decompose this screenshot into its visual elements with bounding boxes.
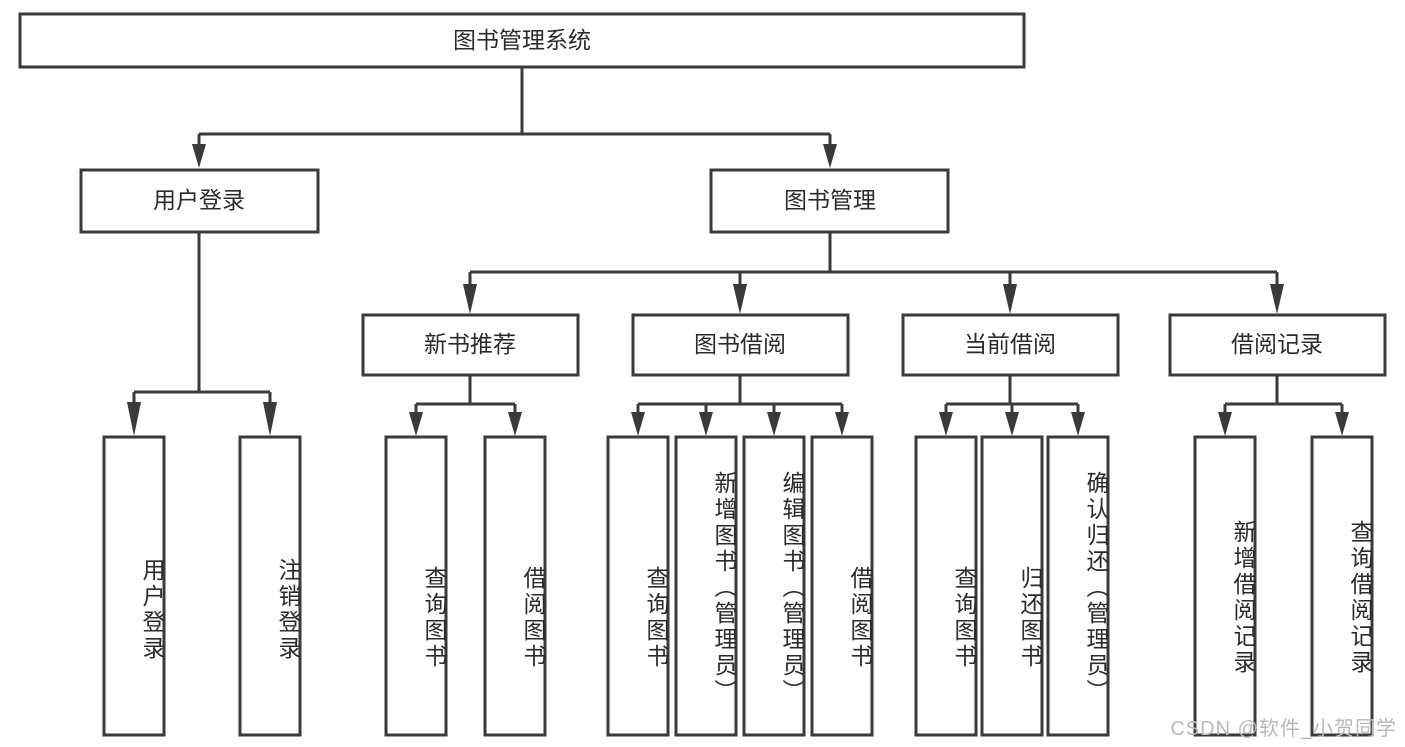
node-book-manage-label: 图书管理	[784, 187, 876, 213]
arrow-head-book-borrow	[733, 284, 747, 314]
node-book-borrow[interactable]	[631, 313, 850, 377]
node-current-borrow-label: 当前借阅	[964, 331, 1056, 357]
csdn-watermark: CSDN @软件_小贺同学	[1170, 718, 1397, 740]
node-leaf-add-book-admin[interactable]	[674, 435, 738, 737]
node-leaf-return-book[interactable]	[980, 435, 1044, 737]
node-book-borrow-label: 图书借阅	[694, 331, 786, 357]
arrow-head-leaf-return-book	[1005, 412, 1019, 436]
node-leaf-borrow-book-bor[interactable]	[810, 435, 874, 737]
arrow-head-leaf-logout-login	[263, 402, 277, 436]
arrow-head-leaf-edit-book-admin	[767, 412, 781, 436]
arrow-head-borrow-record	[1270, 284, 1284, 314]
arrow-head-leaf-add-book-admin	[699, 412, 713, 436]
node-user-login[interactable]	[79, 168, 320, 234]
node-new-book-recommend-label: 新书推荐	[424, 331, 516, 357]
arrow-head-user-login	[192, 144, 206, 168]
node-root-label: 图书管理系统	[453, 27, 591, 53]
node-borrow-record[interactable]	[1168, 313, 1387, 377]
node-leaf-logout-login[interactable]	[238, 435, 302, 737]
arrow-head-leaf-borrow-book-rec	[508, 412, 522, 436]
arrow-head-book-manage	[823, 144, 837, 168]
node-leaf-add-borrow-record[interactable]	[1193, 435, 1257, 737]
node-leaf-query-book-rec[interactable]	[384, 435, 448, 737]
arrow-head-leaf-query-book-bor	[631, 412, 645, 436]
arrow-head-leaf-add-borrow-record	[1218, 412, 1232, 436]
node-leaf-query-book-bor[interactable]	[606, 435, 670, 737]
node-leaf-edit-book-admin[interactable]	[742, 435, 806, 737]
arrow-head-leaf-user-login	[127, 402, 141, 436]
node-root[interactable]	[18, 12, 1026, 69]
node-leaf-borrow-book-rec[interactable]	[483, 435, 547, 737]
node-leaf-query-borrow-record[interactable]	[1310, 435, 1374, 737]
node-book-manage[interactable]	[709, 168, 950, 234]
node-leaf-query-book-cur[interactable]	[914, 435, 978, 737]
arrow-head-leaf-query-book-cur	[939, 412, 953, 436]
arrow-head-current-borrow	[1003, 284, 1017, 314]
node-new-book-recommend[interactable]	[361, 313, 580, 377]
node-borrow-record-label: 借阅记录	[1231, 331, 1323, 357]
arrow-head-leaf-query-book-rec	[409, 412, 423, 436]
node-leaf-user-login[interactable]	[102, 435, 166, 737]
node-user-login-label: 用户登录	[153, 187, 245, 213]
arrow-head-leaf-borrow-book-bor	[835, 412, 849, 436]
node-leaf-confirm-return-admin[interactable]	[1046, 435, 1110, 737]
arrow-head-leaf-confirm-return-admin	[1071, 412, 1085, 436]
node-current-borrow[interactable]	[901, 313, 1120, 377]
arrow-head-new-book-recommend	[463, 284, 477, 314]
arrow-head-leaf-query-borrow-record	[1335, 412, 1349, 436]
